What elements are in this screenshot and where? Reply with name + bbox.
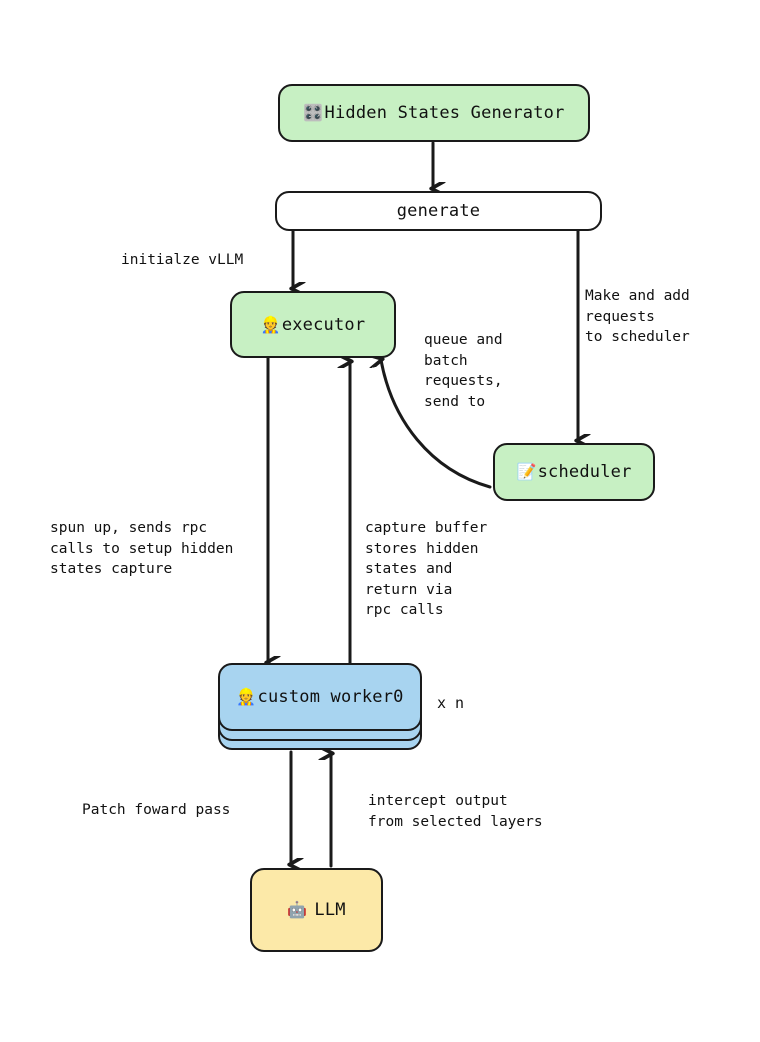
node-generate[interactable]: generate [275,191,602,231]
robot-icon: 🤖 [287,900,308,919]
node-llm[interactable]: 🤖 LLM [250,868,383,952]
worker-multiplicity-label: x n [437,694,465,712]
node-label: Hidden States Generator [324,103,565,123]
node-label: scheduler [537,462,632,482]
edge-label-spun-up-rpc: spun up, sends rpc calls to setup hidden… [50,520,234,578]
edge-label-initialize-vllm: initialze vLLM [121,252,244,268]
node-scheduler[interactable]: 📝 scheduler [493,443,655,501]
node-label: custom worker0 [257,687,404,707]
node-label: LLM [314,900,346,920]
construction-worker-icon: 👷 [236,687,257,706]
edge-label-queue-and-batch: queue and batch requests, send to [424,332,503,410]
edge-label-intercept-output: intercept output from selected layers [368,793,543,830]
node-executor[interactable]: 👷 executor [230,291,396,358]
control-knobs-icon: 🎛️ [303,103,324,122]
node-custom-worker0[interactable]: 👷 custom worker0 [218,663,422,731]
node-label: generate [396,201,481,221]
edge-label-patch-forward-pass: Patch foward pass [82,802,231,818]
construction-worker-icon: 👷 [260,314,281,334]
edge-label-capture-buffer: capture buffer stores hidden states and … [365,520,488,619]
edge-label-make-and-add-requests: Make and add requests to scheduler [585,288,690,346]
memo-icon: 📝 [516,462,537,481]
node-hidden-states-generator[interactable]: 🎛️ Hidden States Generator [278,84,590,142]
node-label: executor [281,314,366,335]
